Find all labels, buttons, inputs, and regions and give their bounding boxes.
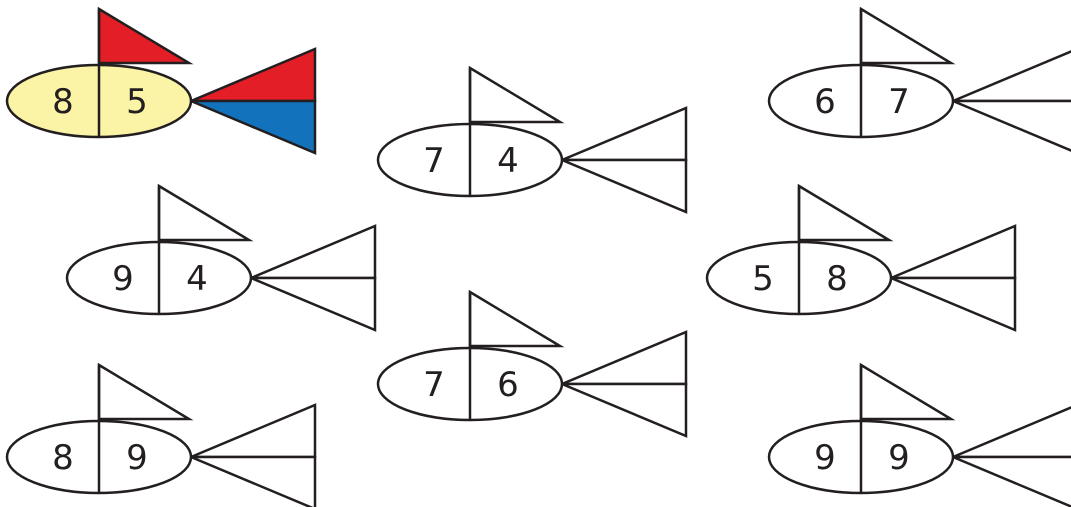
top-fin: [861, 365, 951, 419]
left-number: 9: [112, 259, 134, 299]
tail-upper: [562, 332, 686, 384]
right-number: 6: [497, 365, 519, 405]
tail-upper: [953, 405, 1071, 457]
tail-upper: [891, 226, 1015, 278]
left-number: 8: [52, 438, 74, 478]
tail-upper: [191, 405, 315, 457]
top-fin: [159, 186, 249, 240]
right-number: 9: [126, 438, 148, 478]
top-fin: [799, 186, 889, 240]
tail-lower: [562, 384, 686, 436]
left-number: 9: [814, 438, 836, 478]
right-number: 8: [826, 259, 848, 299]
left-number: 7: [423, 141, 445, 181]
left-number: 6: [814, 82, 836, 122]
left-number: 7: [423, 365, 445, 405]
left-number: 5: [752, 259, 774, 299]
tail-upper: [562, 108, 686, 160]
right-number: 4: [497, 141, 519, 181]
top-fin: [470, 292, 560, 346]
tail-lower: [251, 278, 375, 330]
right-number: 5: [126, 82, 148, 122]
tail-upper: [953, 49, 1071, 101]
tail-lower: [953, 101, 1071, 153]
tail-lower: [953, 457, 1071, 507]
tail-lower: [191, 101, 315, 153]
right-number: 7: [888, 82, 910, 122]
top-fin: [470, 68, 560, 122]
top-fin: [99, 9, 189, 63]
tail-lower: [891, 278, 1015, 330]
right-number: 9: [888, 438, 910, 478]
tail-lower: [191, 457, 315, 507]
top-fin: [861, 9, 951, 63]
tail-upper: [191, 49, 315, 101]
top-fin: [99, 365, 189, 419]
tail-lower: [562, 160, 686, 212]
left-number: 8: [52, 82, 74, 122]
right-number: 4: [186, 259, 208, 299]
tail-upper: [251, 226, 375, 278]
